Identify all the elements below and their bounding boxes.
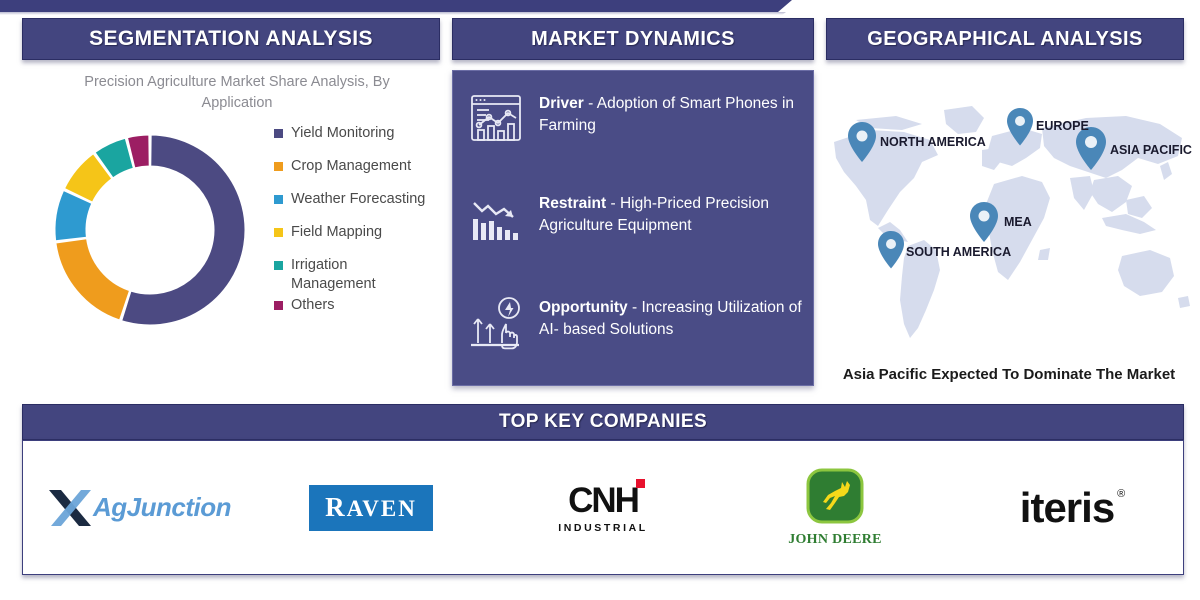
legend-swatch <box>274 261 283 270</box>
dynamics-item-driver: Driver - Adoption of Smart Phones in Far… <box>467 89 803 147</box>
company-logo-iteris[interactable]: iteris® <box>962 460 1172 555</box>
dynamics-item-opportunity: Opportunity - Increasing Utilization of … <box>467 293 803 351</box>
cnh-logo: CNH INDUSTRIAL <box>558 479 648 534</box>
company-logo-raven[interactable]: RAVEN <box>266 460 476 555</box>
cnh-red-dot-icon <box>635 479 645 488</box>
segmentation-header-label: SEGMENTATION ANALYSIS <box>89 27 373 50</box>
map-label-asia-pacific: ASIA PACIFIC <box>1110 143 1192 157</box>
company-logo-cnh[interactable]: CNH INDUSTRIAL <box>498 460 708 555</box>
john-deere-wordmark: JOHN DEERE <box>788 531 882 547</box>
map-landmasses <box>834 106 1190 338</box>
world-map: NORTH AMERICA EUROPE ASIA PACIFIC MEA SO… <box>826 100 1192 352</box>
top-accent-bar-shadow <box>0 12 786 15</box>
company-logo-john-deere[interactable]: JOHN DEERE <box>730 460 940 555</box>
legend-item: Yield Monitoring <box>274 124 474 143</box>
cnh-wordmark: CNH <box>568 481 640 520</box>
geographical-header-label: GEOGRAPHICAL ANALYSIS <box>867 27 1143 50</box>
market-dynamics-panel: Driver - Adoption of Smart Phones in Far… <box>452 70 814 386</box>
growth-arrows-hand-icon <box>467 293 525 351</box>
legend-swatch <box>274 195 283 204</box>
companies-box: AgJunction RAVEN CNH INDUSTRIAL <box>22 440 1184 575</box>
agjunction-wordmark: AgJunction <box>93 492 232 522</box>
companies-header-label: TOP KEY COMPANIES <box>498 411 708 432</box>
world-map-svg: NORTH AMERICA EUROPE ASIA PACIFIC MEA SO… <box>834 106 1192 338</box>
donut-slice <box>63 153 113 203</box>
chart-legend: Yield Monitoring Crop Management Weather… <box>274 124 474 329</box>
map-marker-mea[interactable] <box>970 202 998 242</box>
legend-item: Others <box>274 296 474 315</box>
map-labels: NORTH AMERICA EUROPE ASIA PACIFIC MEA SO… <box>880 119 1192 259</box>
legend-label: Field Mapping <box>291 224 383 240</box>
iteris-logo: iteris® <box>1019 483 1125 532</box>
legend-item: Irrigation Management <box>274 256 474 294</box>
agjunction-x-icon <box>49 489 91 526</box>
john-deere-deer-icon <box>806 468 864 528</box>
legend-label: Yield Monitoring <box>291 125 395 141</box>
legend-item: Weather Forecasting <box>274 190 474 209</box>
dynamics-text: Restraint - High-Priced Precision Agricu… <box>539 189 803 237</box>
dynamics-body: - Adoption of Smart Phones in Farming <box>539 95 795 134</box>
dynamics-item-restraint: Restraint - High-Priced Precision Agricu… <box>467 189 803 247</box>
dynamics-header: MARKET DYNAMICS <box>452 18 814 60</box>
legend-label: Others <box>291 297 335 313</box>
map-label-mea: MEA <box>1004 215 1032 229</box>
company-logo-agjunction[interactable]: AgJunction <box>34 460 244 555</box>
donut-slice <box>94 137 134 179</box>
dynamics-title: Driver <box>539 95 584 112</box>
john-deere-logo: JOHN DEERE <box>788 468 882 548</box>
raven-wordmark: RAVEN <box>325 491 417 522</box>
dynamics-title: Opportunity <box>539 299 628 316</box>
cnh-subtext: INDUSTRIAL <box>558 522 648 534</box>
dynamics-title: Restraint <box>539 195 607 212</box>
legend-label: Irrigation Management <box>291 257 376 292</box>
map-markers <box>848 108 1106 269</box>
top-accent-bar <box>0 0 792 12</box>
geographical-panel: NORTH AMERICA EUROPE ASIA PACIFIC MEA SO… <box>826 66 1192 396</box>
donut-chart-svg <box>54 134 246 326</box>
donut-slice <box>126 134 150 169</box>
dynamics-body: - High-Priced Precision Agriculture Equi… <box>539 195 769 234</box>
map-marker-south-america[interactable] <box>878 231 904 269</box>
map-label-europe: EUROPE <box>1036 119 1089 133</box>
map-label-south-america: SOUTH AMERICA <box>906 245 1011 259</box>
legend-label: Weather Forecasting <box>291 191 426 207</box>
legend-item: Crop Management <box>274 157 474 176</box>
map-marker-europe[interactable] <box>1007 108 1033 146</box>
legend-item: Field Mapping <box>274 223 474 242</box>
segmentation-panel: Precision Agriculture Market Share Analy… <box>22 66 440 386</box>
chart-subtitle: Precision Agriculture Market Share Analy… <box>84 74 390 111</box>
geographical-caption: Asia Pacific Expected To Dominate The Ma… <box>842 366 1176 383</box>
geographical-header: GEOGRAPHICAL ANALYSIS <box>826 18 1184 60</box>
legend-swatch <box>274 129 283 138</box>
companies-header: TOP KEY COMPANIES <box>22 404 1184 440</box>
donut-slice <box>121 134 246 326</box>
map-marker-north-america[interactable] <box>848 122 876 162</box>
legend-swatch <box>274 162 283 171</box>
raven-logo: RAVEN <box>309 484 433 531</box>
donut-slice <box>55 238 131 321</box>
iteris-registered-icon: ® <box>1117 487 1125 500</box>
dashboard-chart-icon <box>467 89 525 147</box>
legend-swatch <box>274 301 283 310</box>
map-marker-asia-pacific[interactable] <box>1076 127 1106 170</box>
agjunction-logo: AgJunction <box>47 486 232 530</box>
iteris-wordmark: iteris <box>1019 483 1115 531</box>
segmentation-header: SEGMENTATION ANALYSIS <box>22 18 440 60</box>
declining-bar-chart-icon <box>467 189 525 247</box>
dynamics-body: - Increasing Utilization of AI- based So… <box>539 299 802 338</box>
dynamics-text: Driver - Adoption of Smart Phones in Far… <box>539 89 803 137</box>
dynamics-header-label: MARKET DYNAMICS <box>531 27 735 50</box>
legend-swatch <box>274 228 283 237</box>
legend-label: Crop Management <box>291 158 412 174</box>
map-label-north-america: NORTH AMERICA <box>880 135 986 149</box>
donut-chart <box>40 120 260 340</box>
dynamics-text: Opportunity - Increasing Utilization of … <box>539 293 803 341</box>
donut-slice <box>54 189 93 242</box>
